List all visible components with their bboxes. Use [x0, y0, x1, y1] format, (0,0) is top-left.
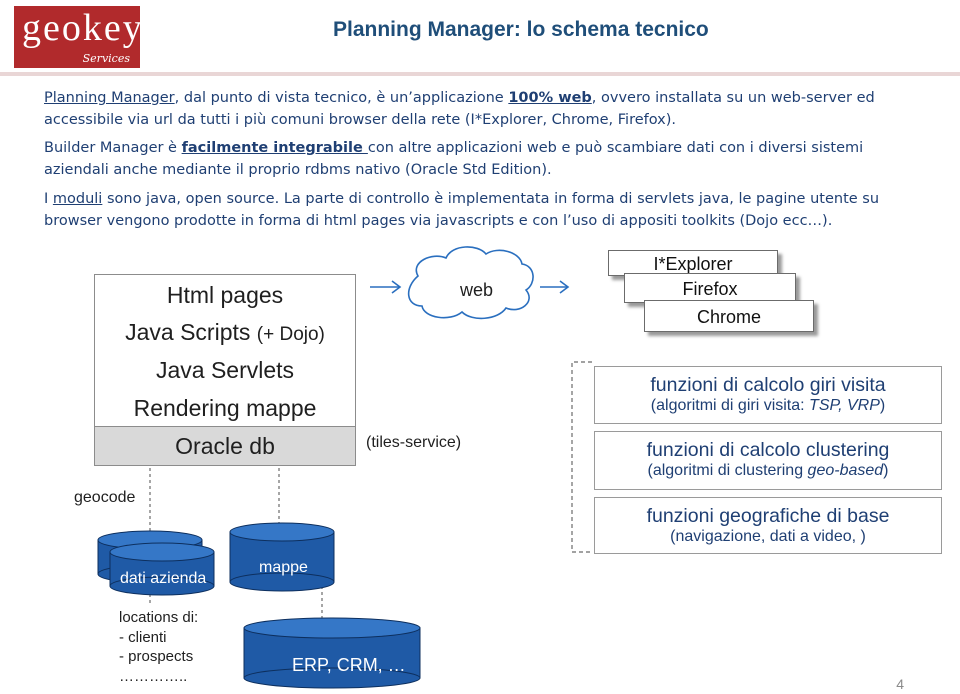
function-box-geografiche: funzioni geografiche di base (navigazion…	[594, 497, 942, 554]
dati-azienda-label: dati azienda	[120, 570, 207, 587]
stack-row-js	[95, 315, 355, 353]
web-label: web	[460, 280, 494, 300]
geokeys-logo: geokeys Services	[14, 6, 159, 68]
geocode-label: geocode	[74, 489, 136, 506]
locations-clienti: - clienti	[119, 628, 167, 646]
function-title: funzioni di calcolo giri visita	[650, 374, 886, 396]
mappe-label: mappe	[259, 559, 308, 576]
logo-text: geokeys	[22, 7, 161, 49]
mappe-cylinder	[229, 522, 335, 592]
integrabile-emphasis: facilmente integrabile	[181, 140, 368, 156]
web-cloud-shape	[407, 246, 534, 320]
tiles-service-label: (tiles-service)	[366, 434, 462, 451]
paragraph-2: Builder Manager è facilmente integrabile…	[44, 140, 864, 178]
erp-cylinder	[243, 617, 421, 689]
functions-bracket	[571, 361, 592, 553]
stack-row-html	[95, 275, 355, 316]
paragraph-1: Planning Manager, dal punto di vista tec…	[44, 90, 875, 128]
server-stack: Html pages Java Scripts (+ Dojo) Java Se…	[94, 274, 356, 466]
function-subtitle: (algoritmi di clustering geo-based)	[647, 462, 889, 479]
arrow-to-web	[370, 280, 402, 294]
function-subtitle: (navigazione, dati a video, )	[670, 528, 866, 545]
function-box-clustering: funzioni di calcolo clustering (algoritm…	[594, 431, 942, 490]
locations-prospects: - prospects	[119, 648, 194, 665]
locations-title: locations di:	[119, 609, 199, 626]
erp-label: ERP, CRM, …	[292, 655, 406, 675]
oracle-db-label: Oracle db	[175, 433, 275, 459]
db-cylinder-front	[109, 542, 215, 596]
header-divider	[0, 72, 960, 76]
java-servlets-label: Java Servlets	[155, 357, 295, 383]
slide-title: Planning Manager: lo schema tecnico	[333, 18, 709, 41]
browser-firefox: Firefox	[624, 273, 796, 303]
page-number: 4	[896, 676, 904, 692]
html-pages-label: Html pages	[166, 282, 284, 308]
arrow-to-browsers	[540, 280, 570, 294]
stack-row-rendering	[95, 389, 355, 427]
browser-chrome: Chrome	[644, 300, 814, 332]
function-title: funzioni geografiche di base	[646, 505, 890, 527]
web-emphasis: 100% web	[508, 90, 592, 106]
function-subtitle: (algoritmi di giri visita: TSP, VRP)	[650, 397, 886, 414]
rendering-label: Rendering mappe	[133, 395, 317, 421]
locations-ellipsis: …………..	[119, 667, 188, 685]
logo-subtitle: Services	[82, 52, 130, 65]
moduli-emphasis: moduli	[52, 191, 103, 207]
paragraph-3: I moduli sono java, open source. La part…	[44, 191, 880, 229]
function-title: funzioni di calcolo clustering	[646, 439, 890, 461]
pm-link: Planning Manager	[44, 90, 175, 106]
locations-list: locations di: - clienti - prospects ……………	[119, 608, 198, 686]
function-box-giri-visita: funzioni di calcolo giri visita (algorit…	[594, 366, 942, 424]
java-scripts-label: Java Scripts (+ Dojo)	[125, 319, 325, 345]
